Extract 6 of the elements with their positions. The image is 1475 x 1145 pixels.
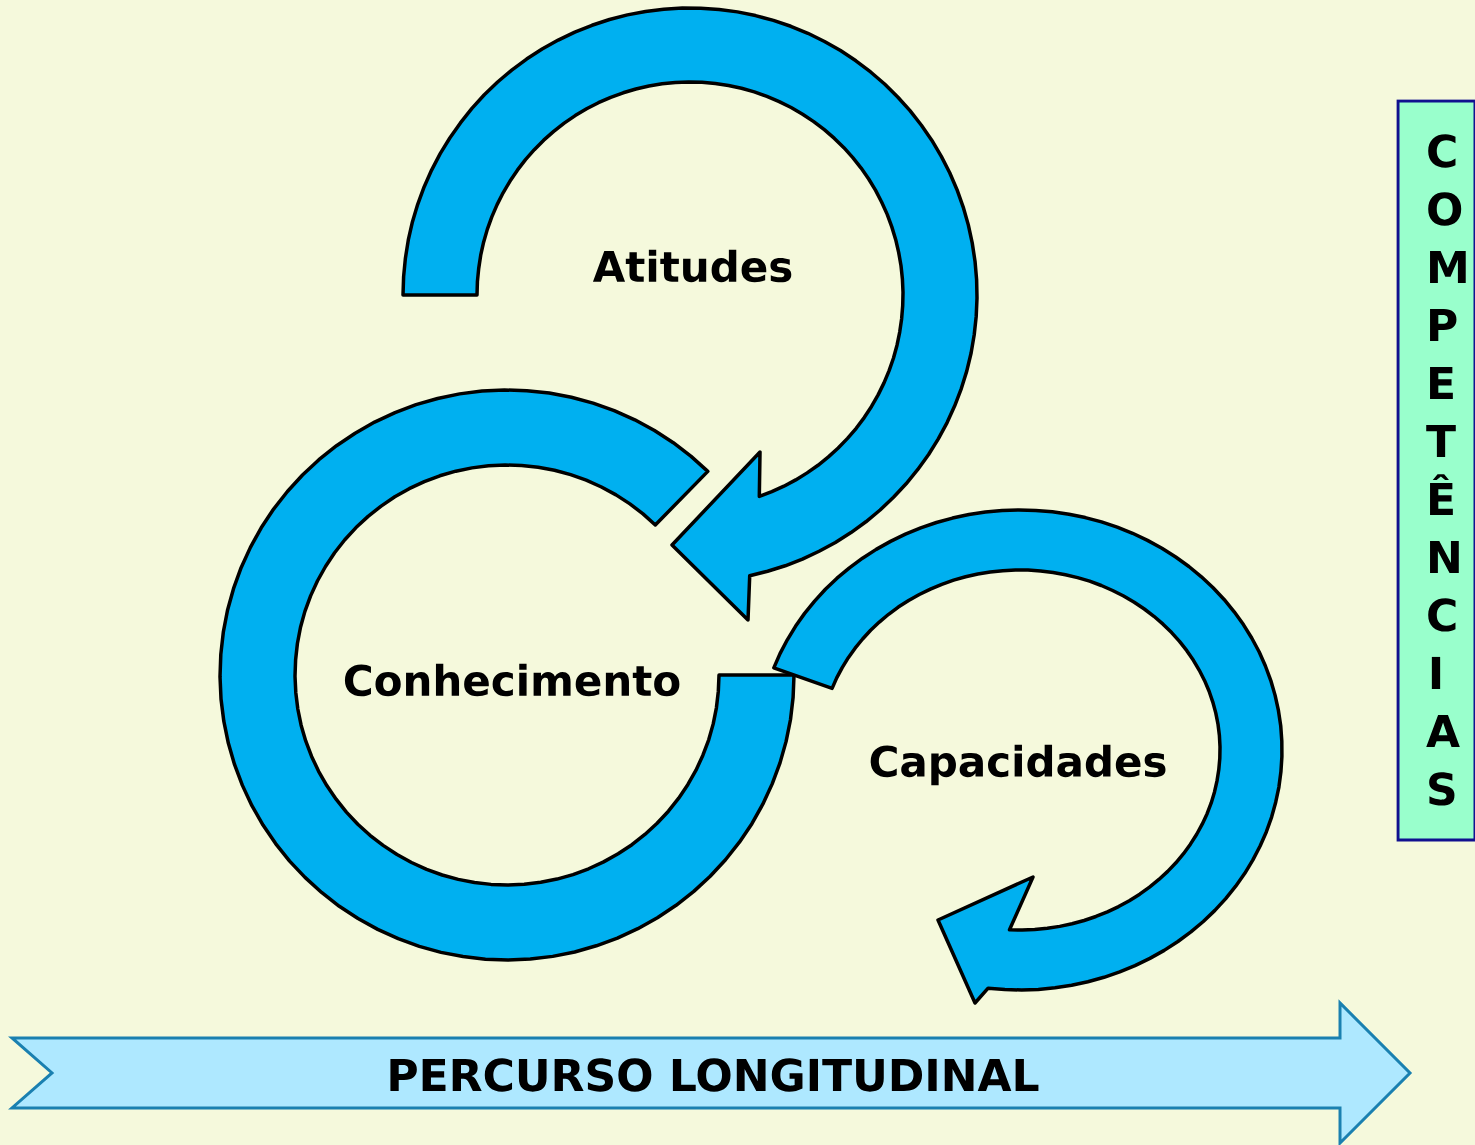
cycle-label: Conhecimento: [344, 663, 680, 697]
cycle-label: Atitudes: [592, 249, 792, 283]
curved-arrow: [401, 6, 979, 622]
curved-arrow: [218, 388, 796, 962]
vertical-label-box: COMPETÊNCIAS: [1396, 99, 1475, 842]
cycle-label: Capacidades: [870, 744, 1166, 786]
